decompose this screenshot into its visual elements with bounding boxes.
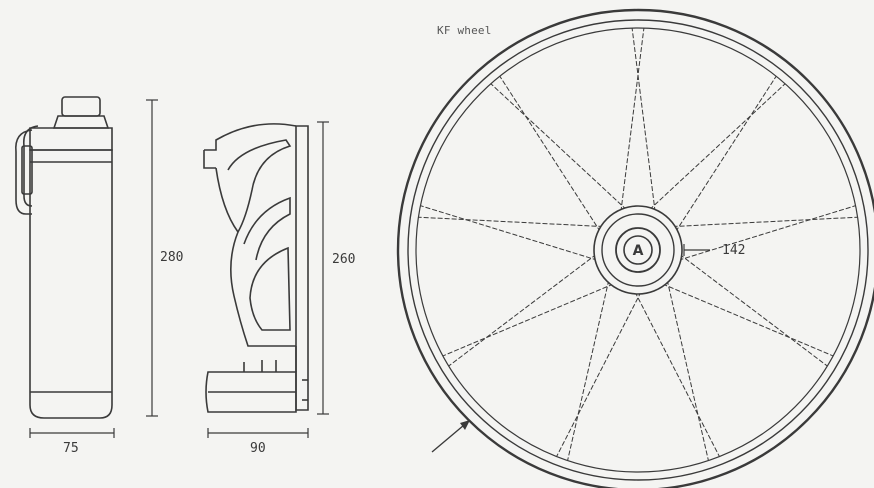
hub-axle-outer	[615, 227, 661, 273]
wheel-spoke	[665, 216, 858, 228]
hub-shell	[601, 213, 675, 287]
cage-width-label: 90	[250, 441, 266, 456]
cage-back-plate	[295, 125, 309, 411]
wheel-spoke	[619, 28, 645, 219]
hub-axle-inner	[623, 235, 653, 265]
hub-flange	[593, 205, 683, 295]
wheel-spoke	[665, 272, 709, 461]
wheel-spoke	[631, 285, 720, 457]
wheel-spoke	[643, 83, 786, 215]
cage-base	[205, 371, 297, 413]
wheel-title: KF wheel	[437, 24, 492, 37]
wheel-spoke	[442, 280, 621, 357]
wheel-spoke	[418, 216, 611, 228]
wheel-spoke	[671, 75, 777, 238]
wheel-spoke	[448, 249, 603, 367]
wheel-spokes	[418, 28, 858, 461]
wheel-spoke	[655, 280, 834, 357]
bottle-cap-top	[61, 96, 101, 117]
wheel-spoke	[499, 75, 605, 238]
rim-pointer-arrowhead	[460, 420, 470, 430]
hub-dimension-label: 142	[722, 243, 746, 258]
bottle-handle	[15, 129, 33, 215]
bottle-height-label: 280	[160, 250, 184, 265]
bottle-body	[29, 149, 113, 419]
wheel-spoke	[490, 83, 633, 215]
bottle-width-label: 75	[63, 441, 79, 456]
cage-width-dimension	[207, 428, 309, 438]
cage-height-label: 260	[332, 252, 356, 267]
wheel-spoke	[673, 249, 828, 367]
wheel-spoke	[567, 272, 611, 461]
wheel-spoke	[420, 205, 605, 263]
wheel-spoke	[631, 28, 657, 219]
wheel-spoke	[671, 205, 856, 263]
rim-outer	[407, 19, 869, 481]
bottle-width-dimension	[29, 428, 115, 438]
wheel	[396, 8, 874, 488]
rim-inner	[415, 27, 861, 473]
wheel-spoke	[556, 285, 645, 457]
water-bottle	[15, 96, 113, 419]
hub-letter: A	[633, 243, 644, 259]
tire-outer	[396, 8, 874, 488]
bottle-cage	[203, 123, 309, 413]
cage-height-dimension	[317, 121, 329, 415]
bottle-cap-base	[52, 115, 110, 129]
bottle-height-dimension	[146, 99, 158, 417]
